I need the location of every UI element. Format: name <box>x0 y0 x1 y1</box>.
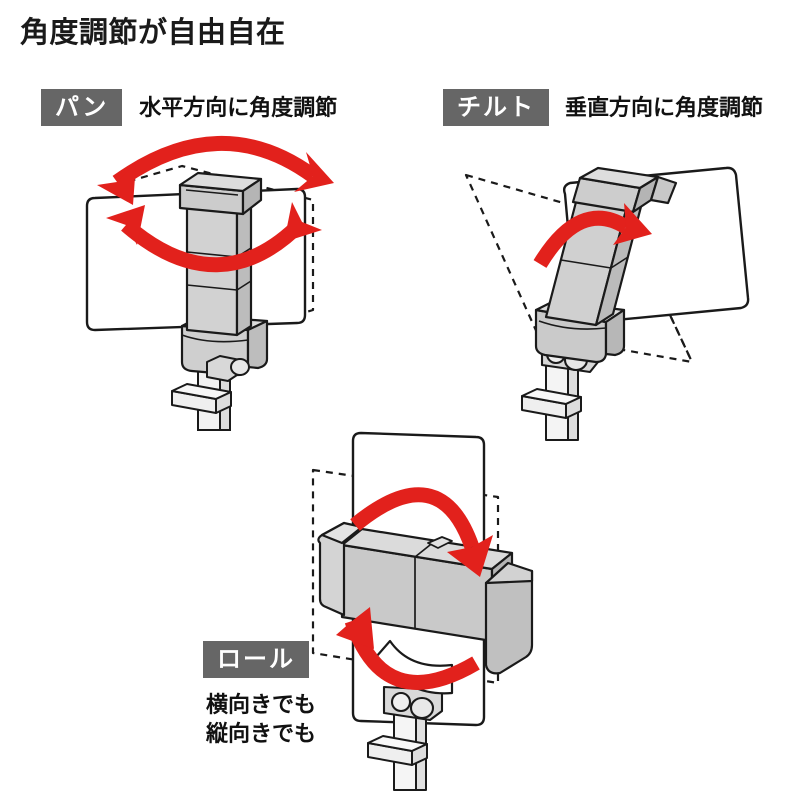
pan-caption: 水平方向に角度調節 <box>139 94 338 120</box>
pan-illustration <box>70 130 370 431</box>
roll-arrow-upper <box>350 487 493 577</box>
roll-illustration <box>280 425 610 795</box>
roll-caption-line-1: 横向きでも <box>206 692 317 717</box>
tilt-caption: 垂直方向に角度調節 <box>565 94 764 120</box>
page-title: 角度調節が自由自在 <box>20 17 286 49</box>
pan-holder-bracket <box>171 383 232 414</box>
pan-arrow-upper <box>97 136 334 205</box>
roll-label-group: ロール 横向きでも 縦向きでも <box>203 641 316 748</box>
pan-dashed-rotated-tablet <box>114 164 315 332</box>
roll-holder-latch <box>427 536 453 549</box>
pan-badge: パン <box>41 89 123 126</box>
pan-holder-top-grip <box>178 171 263 216</box>
roll-badge: ロール <box>203 641 309 678</box>
pan-arrow-lower <box>106 202 322 273</box>
tilt-illustration <box>430 150 760 450</box>
roll-arrow-lower <box>336 607 480 690</box>
tilt-holder-top-grip <box>571 166 678 214</box>
tilt-label-group: チルト 垂直方向に角度調節 <box>443 89 763 126</box>
roll-caption-line-2: 縦向きでも <box>206 721 317 747</box>
roll-holder-right-grip <box>484 561 534 675</box>
pan-label-group: パン 水平方向に角度調節 <box>41 89 337 126</box>
tilt-badge: チルト <box>443 89 549 126</box>
roll-holder-bracket <box>367 735 428 766</box>
roll-caption: 横向きでも 縦向きでも <box>206 690 316 748</box>
tilt-arrow <box>533 203 652 268</box>
tilt-holder-bracket <box>521 388 582 419</box>
pan-holder-knob <box>206 355 250 382</box>
